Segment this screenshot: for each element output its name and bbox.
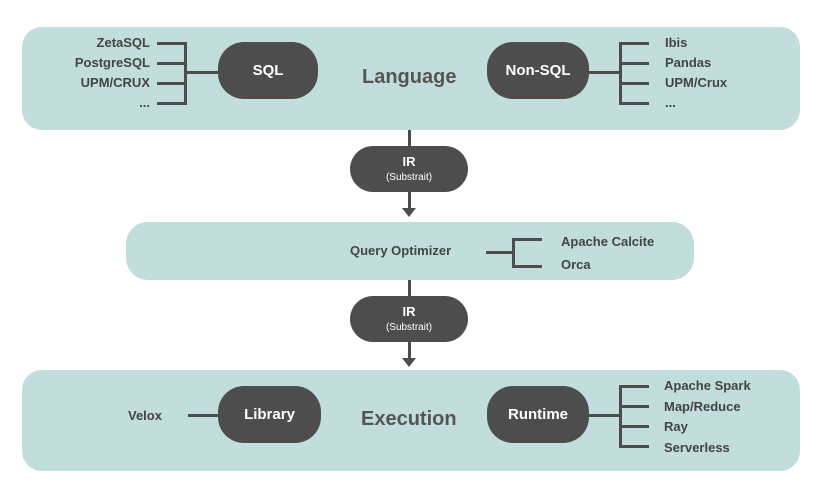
sql-item: ZetaSQL [96,35,150,50]
runtime-item: Serverless [664,440,730,455]
optimizer-item: Apache Calcite [561,234,655,249]
library-connector [188,414,220,417]
ir-label: IR [402,154,416,169]
optimizer-bracket-tick [512,265,542,268]
optimizer-item: Orca [561,257,591,272]
execution-layer [22,370,800,471]
nonsql-item: Ibis [665,35,688,50]
sql-bracket-tick [157,82,187,85]
nonsql-item: UPM/Crux [665,75,728,90]
sql-bracket-tick [157,42,187,45]
ir-pill-bottom: IR (Substrait) [350,296,468,342]
sql-item: ... [139,95,150,110]
sql-bracket-vertical [184,42,187,105]
sql-item: PostgreSQL [74,55,150,70]
nonsql-connector [589,71,621,74]
flow-line [408,280,411,298]
runtime-bracket-tick [619,405,649,408]
runtime-item: Ray [664,419,688,434]
ir-pill-top: IR (Substrait) [350,146,468,192]
runtime-item: Apache Spark [664,378,751,393]
runtime-bracket-vertical [619,385,622,448]
ir-sublabel: (Substrait) [385,322,433,333]
sql-connector [186,71,220,74]
nonsql-bracket-vertical [619,42,622,105]
arrow-down-icon [402,358,416,367]
nonsql-bracket-tick [619,82,649,85]
runtime-bracket-tick [619,385,649,388]
nonsql-pill: Non-SQL [487,42,589,99]
library-pill: Library [218,386,321,443]
flow-line [408,342,411,359]
nonsql-bracket-tick [619,42,649,45]
runtime-connector [589,414,621,417]
language-layer [22,27,800,130]
optimizer-bracket-vertical [512,238,515,268]
optimizer-title: Query Optimizer [350,243,452,258]
sql-item: UPM/CRUX [80,75,150,90]
sql-bracket-tick [157,62,187,65]
runtime-bracket-tick [619,425,649,428]
optimizer-layer [126,222,694,280]
runtime-pill: Runtime [487,386,589,443]
optimizer-bracket-tick [512,238,542,241]
execution-title: Execution [361,408,457,430]
sql-pill: SQL [218,42,318,99]
library-item: Velox [128,408,162,423]
runtime-item: Map/Reduce [664,399,741,414]
ir-sublabel: (Substrait) [385,172,433,183]
nonsql-item: ... [665,95,676,110]
flow-line [408,130,411,148]
nonsql-bracket-tick [619,62,649,65]
language-title: Language [362,66,457,88]
runtime-bracket-tick [619,445,649,448]
arrow-down-icon [402,208,416,217]
flow-line [408,192,411,209]
nonsql-item: Pandas [665,55,712,70]
optimizer-connector [486,251,514,254]
ir-label: IR [402,304,416,319]
nonsql-bracket-tick [619,102,649,105]
sql-bracket-tick [157,102,187,105]
